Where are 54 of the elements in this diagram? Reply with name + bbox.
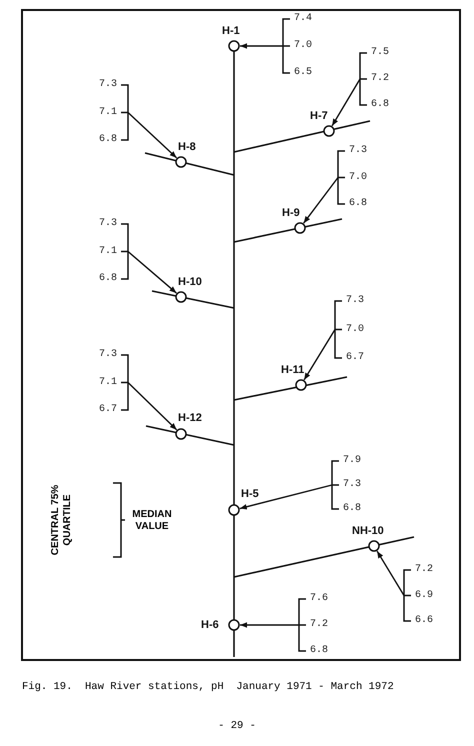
arrow [331,78,361,126]
ph-value: 7.1 [98,246,117,258]
ph-value: 6.9 [415,590,434,602]
arrow [376,550,405,596]
station-label: H-12 [178,412,202,425]
ph-value: 6.8 [310,645,328,657]
station-label: H-11 [281,364,304,377]
ph-value: 7.1 [98,376,117,388]
ph-value: 7.3 [98,349,117,361]
ph-value: 6.6 [415,615,434,627]
arrow [128,382,178,430]
ph-value: 7.0 [294,40,312,52]
ph-value: 6.5 [294,67,312,79]
station-label: H-9 [282,207,300,220]
station-label: H-5 [241,488,259,501]
ph-value: 6.8 [349,198,368,210]
ph-value: 7.0 [346,324,364,336]
page-number: - 29 - [217,720,257,732]
ph-value: 7.4 [294,13,312,25]
arrow [128,112,178,158]
station-label: H-7 [310,110,328,123]
figure-caption: Fig. 19. Haw River stations, pH January 1971 - March 1972 [22,681,394,693]
station-label: H-8 [178,141,196,154]
ph-value: 7.6 [310,593,328,605]
ph-value: 7.3 [343,479,362,491]
ph-value: 7.0 [349,172,368,184]
ph-value: 6.7 [346,352,364,364]
station-label: H-1 [222,25,240,38]
ph-value: 7.2 [415,564,434,576]
ph-value: 7.3 [346,295,364,307]
ph-value: 7.3 [349,145,368,157]
ph-value: 6.8 [343,503,362,515]
arrow [240,622,299,628]
station-label: H-10 [178,276,202,289]
station-label: H-6 [201,619,219,632]
ph-value: 7.3 [98,79,117,91]
ph-value: 7.5 [371,47,390,59]
arrow [240,43,283,49]
ph-value: 7.1 [98,106,117,118]
ph-value: 6.8 [98,273,117,285]
ph-value: 7.2 [310,619,328,631]
ph-value: 7.2 [371,73,390,85]
ph-value: 6.7 [98,404,117,416]
ph-value: 6.8 [98,134,117,146]
arrow [303,177,339,224]
arrow [128,250,177,294]
ph-value: 7.9 [343,455,362,467]
station-label: NH-10 [352,525,384,538]
legend-text: MEDIAN VALUE [131,509,173,533]
ph-value: 6.8 [371,99,390,111]
arrow [304,329,336,380]
arrow [240,484,332,510]
ph-value: 7.3 [98,218,117,230]
legend-text: CENTRAL 75% QUARTILE [50,484,74,556]
